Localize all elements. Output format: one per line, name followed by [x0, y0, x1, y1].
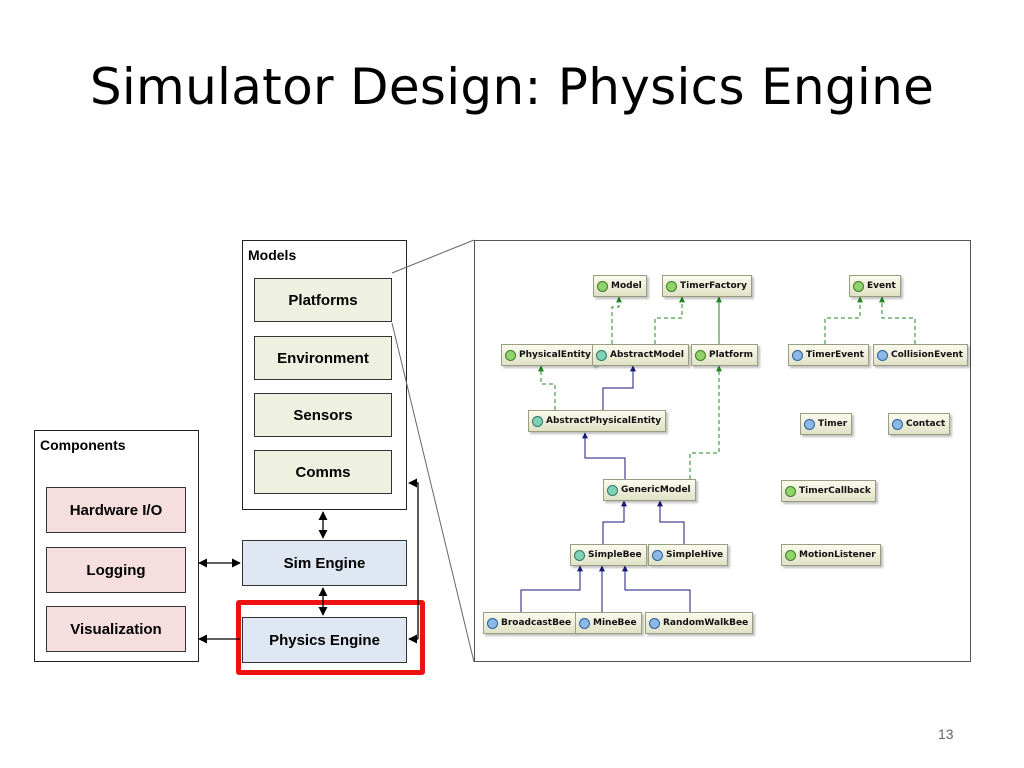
comms-box: Comms [254, 450, 392, 494]
abstractmodel-model-link [611, 296, 622, 344]
platforms-box: Platforms [254, 278, 392, 322]
uml-class-collisionevent: CollisionEvent [873, 344, 968, 366]
interface-icon [853, 280, 864, 292]
zoom-line-top [391, 239, 475, 274]
uml-class-abstractphysicalentity: AbstractPhysicalEntity [528, 410, 667, 432]
interface-icon [666, 280, 677, 292]
page-number: 13 [938, 726, 954, 742]
interface-icon [785, 485, 796, 497]
abstract-class-icon [607, 484, 618, 496]
timerevent-event-link [824, 296, 863, 344]
uml-class-randomwalkbee: RandomWalkBee [645, 612, 754, 634]
class-icon [579, 617, 590, 629]
interface-icon [597, 280, 608, 292]
interface-icon [505, 349, 516, 361]
uml-class-broadcastbee: BroadcastBee [483, 612, 577, 634]
abstract-class-icon [596, 349, 607, 361]
randomwalkbee-simplebee-link [622, 565, 691, 612]
class-icon [792, 349, 803, 361]
uml-class-platform: Platform [691, 344, 758, 366]
simplebee-genericmodel-link [602, 500, 627, 544]
uml-class-timerfactory: TimerFactory [662, 275, 752, 297]
slide-title: Simulator Design: Physics Engine [89, 58, 935, 116]
environment-box: Environment [254, 336, 392, 380]
uml-class-event: Event [849, 275, 901, 297]
sim-engine-box: Sim Engine [242, 540, 407, 586]
genericmodel-ape-link [582, 432, 626, 479]
uml-panel [474, 240, 971, 662]
uml-class-motionlistener: MotionListener [781, 544, 881, 566]
uml-class-minebee: MineBee [575, 612, 642, 634]
physics-engine-highlight [236, 600, 425, 675]
uml-class-timer: Timer [800, 413, 853, 435]
uml-class-timerevent: TimerEvent [788, 344, 869, 366]
broadcastbee-simplebee-link [520, 565, 583, 612]
physics-engine-box: Physics Engine [242, 617, 407, 663]
class-icon [487, 617, 498, 629]
genericmodel-platform-link [689, 365, 722, 479]
visualization-box: Visualization [46, 606, 186, 652]
sensors-box: Sensors [254, 393, 392, 437]
collisionevent-event-link [879, 296, 916, 344]
class-icon [649, 617, 660, 629]
uml-class-abstractmodel: AbstractModel [592, 344, 689, 366]
zoom-line-bottom [391, 322, 475, 663]
abstract-class-icon [574, 549, 585, 561]
abstract-class-icon [532, 415, 543, 427]
models-label: Models [248, 247, 297, 263]
uml-class-genericmodel: GenericModel [603, 479, 696, 501]
class-icon [652, 549, 663, 561]
hardware-io-box: Hardware I/O [46, 487, 186, 533]
ape-abstractmodel-link [602, 365, 636, 410]
uml-class-model: Model [593, 275, 647, 297]
logging-box: Logging [46, 547, 186, 593]
ape-physicalentity-link [538, 365, 556, 410]
components-label: Components [40, 437, 126, 453]
interface-icon [785, 549, 796, 561]
interface-icon [695, 349, 706, 361]
class-icon [892, 418, 903, 430]
uml-class-timercallback: TimerCallback [781, 480, 876, 502]
class-icon [877, 349, 888, 361]
uml-class-simplehive: SimpleHive [648, 544, 729, 566]
class-icon [804, 418, 815, 430]
uml-class-contact: Contact [888, 413, 951, 435]
uml-class-simplebee: SimpleBee [570, 544, 647, 566]
physics-comms-loop [408, 478, 419, 639]
simplehive-genericmodel-link [657, 500, 685, 544]
uml-class-physicalentity: PhysicalEntity [501, 344, 596, 366]
abstractmodel-timerfactory-link [654, 296, 685, 344]
